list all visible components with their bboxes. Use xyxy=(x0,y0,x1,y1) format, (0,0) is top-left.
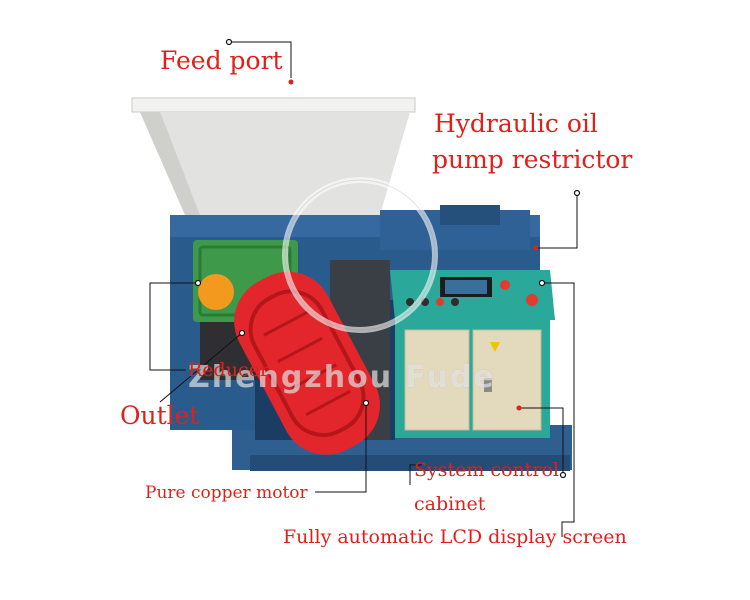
label-reducer: Reducer xyxy=(188,359,269,381)
label-lcd-screen: Fully automatic LCD display screen xyxy=(283,526,627,548)
system-cabinet-leader xyxy=(519,407,564,475)
reducer-dot xyxy=(194,279,202,287)
callout-lines xyxy=(149,41,578,537)
outlet-leader xyxy=(159,332,243,403)
feed-port-dot xyxy=(225,38,233,46)
control-cabinet xyxy=(390,270,555,438)
hydraulic-pump-box xyxy=(380,205,530,250)
watermark-text: Zhengzhou Fude xyxy=(188,360,496,395)
hydraulic-dot xyxy=(573,189,581,197)
motor-leader xyxy=(315,403,367,493)
reducer-leader xyxy=(149,282,198,371)
feed-port-leader xyxy=(229,41,292,78)
system-cabinet-dot xyxy=(559,471,567,479)
lcd-leader xyxy=(542,282,575,537)
outlet-dot xyxy=(238,329,246,337)
copper-motor xyxy=(234,271,380,455)
label-system-line1: System control xyxy=(414,459,559,481)
label-feed-port: Feed port xyxy=(160,46,283,75)
motor-dot xyxy=(362,399,370,407)
label-hydraulic-line2: pump restrictor xyxy=(432,145,633,174)
callout-dots xyxy=(194,38,581,479)
hydraulic-leader xyxy=(536,193,578,249)
label-pure-copper-motor: Pure copper motor xyxy=(145,483,308,503)
label-outlet: Outlet xyxy=(120,401,200,430)
label-system-line2: cabinet xyxy=(414,493,486,515)
label-hydraulic-line1: Hydraulic oil xyxy=(434,109,598,138)
lcd-dot xyxy=(538,279,546,287)
callout-dots-red xyxy=(288,79,539,411)
feed-hopper xyxy=(131,97,416,215)
cabinet-text-leader xyxy=(409,464,422,485)
watermark-logo xyxy=(282,177,438,333)
